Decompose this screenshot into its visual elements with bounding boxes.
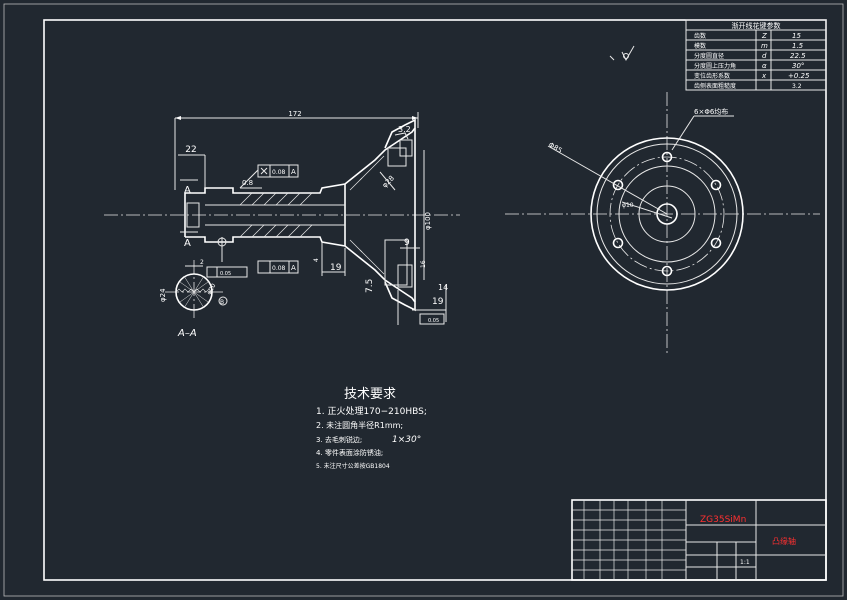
param-name-3: 分度圆上压力角 [694, 62, 736, 70]
param-value-1: 1.5 [792, 42, 804, 50]
param-name-0: 齿数 [694, 32, 706, 40]
title-block: ZG35SiMn 凸缘轴 1:1 [571, 499, 827, 581]
param-symbol-3: α [762, 62, 767, 70]
param-symbol-0: Z [761, 32, 767, 40]
param-value-5: 3.2 [792, 83, 802, 90]
dim-phi85: Φ85 [547, 141, 563, 155]
tech-item-1: 1. 正火处理170−210HBS; [316, 405, 427, 417]
tol-d-value: 0.05 [428, 318, 439, 324]
dim-7-5: 7.5 [365, 279, 375, 293]
dim-0-8: 0.8 [242, 179, 253, 187]
dim-22: 22 [185, 145, 196, 155]
dim-16: 16 [420, 260, 427, 268]
datum-b-label: B [220, 299, 224, 306]
dim-phi100: φ100 [424, 212, 432, 230]
roughness-symbol-icon [609, 45, 635, 62]
param-symbol-2: d [762, 52, 767, 60]
tol-c-value: 0.05 [220, 271, 231, 277]
dim-3-2: 3.2 [398, 125, 411, 134]
dim-2: 2 [200, 259, 204, 266]
dim-14: 14 [438, 283, 448, 292]
param-name-1: 模数 [694, 42, 706, 50]
dim-4: 4 [313, 258, 320, 262]
gear-parameter-table: 渐开线花键参数 齿数 Z 15 模数 m 1.5 分度圆直径 d 22.5 分度… [685, 19, 827, 91]
param-name-2: 分度圆直径 [694, 52, 724, 60]
param-value-4: +0.25 [788, 72, 810, 80]
holes-label: 6×Φ6均布 [694, 107, 728, 116]
part-name: 凸缘轴 [772, 536, 796, 546]
dim-19a: 19 [330, 263, 342, 273]
dim-phi24: φ24 [159, 288, 167, 302]
dim-phi20: φ20 [206, 282, 218, 296]
tol-b-datum: A [291, 264, 296, 272]
param-name-5: 齿侧表面粗糙度 [694, 82, 736, 90]
dim-9: 9 [404, 238, 410, 248]
param-symbol-1: m [761, 42, 768, 50]
param-value-0: 15 [792, 32, 801, 40]
dim-phi10: φ10 [622, 202, 634, 209]
tol-a-value: 0.08 [272, 169, 286, 176]
param-value-3: 30° [792, 62, 804, 70]
technical-requirements: 技术要求 1. 正火处理170−210HBS; 2. 未注圆角半径R1mm; 3… [316, 387, 427, 470]
material-label: ZG35SiMn [700, 515, 746, 525]
param-name-4: 变位齿形系数 [694, 72, 730, 80]
tol-a-datum: A [291, 168, 296, 176]
shaft-section-view [104, 118, 460, 312]
scale-label: 1:1 [740, 559, 750, 566]
dim-19b: 19 [432, 297, 444, 307]
tech-item-3: 3. 去毛刺锐边; [316, 435, 362, 444]
section-marker-top: A [184, 185, 191, 196]
outer-border [3, 3, 844, 597]
inner-frame [43, 19, 827, 581]
section-marker-bottom: A [184, 238, 191, 249]
shaft-dimensions: 172 22 3.2 0.8 0.08 A φ28 φ100 19 4 9 16… [174, 110, 448, 325]
section-label: A–A [177, 328, 197, 339]
param-symbol-4: x [761, 72, 767, 80]
tech-item-2: 2. 未注圆角半径R1mm; [316, 420, 403, 430]
spline-section-a-a: 2 φ24 φ20 B A–A [159, 259, 228, 339]
dim-172: 172 [288, 110, 301, 118]
tech-title: 技术要求 [344, 387, 396, 402]
param-table-title: 渐开线花键参数 [732, 21, 781, 30]
chamfer-note: 1×30° [392, 435, 421, 445]
param-value-2: 22.5 [790, 52, 806, 60]
tol-b-value: 0.08 [272, 265, 286, 272]
flange-end-view: 6×Φ6均布 Φ85 φ10 [505, 92, 820, 355]
tech-item-4: 4. 零件表面涂防锈油; [316, 448, 383, 457]
tech-item-5: 5. 未注尺寸公差按GB1804 [316, 462, 390, 470]
